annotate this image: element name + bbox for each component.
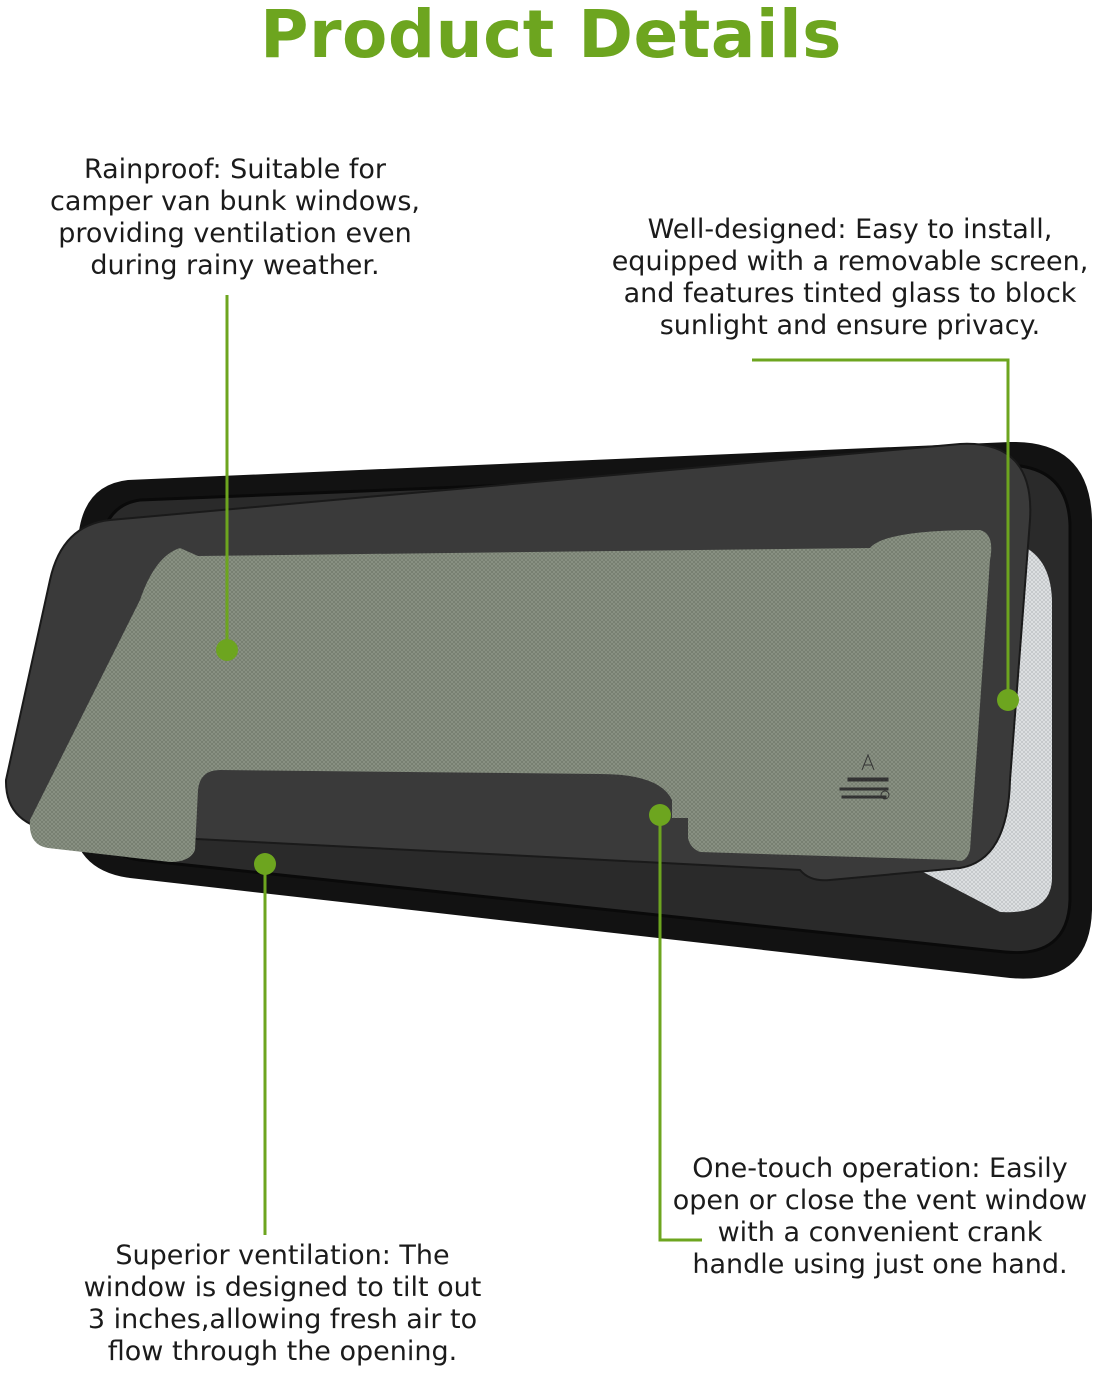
page-title: Product Details xyxy=(260,0,842,73)
glass-logo-mark xyxy=(839,753,890,800)
dot-rainproof xyxy=(216,639,238,661)
leader-one-touch xyxy=(658,815,702,1242)
callout-well-designed: Well-designed: Easy to install, equipped… xyxy=(611,214,1089,341)
dot-ventilation xyxy=(254,853,276,875)
dot-one-touch xyxy=(649,804,671,826)
callout-rainproof: Rainproof: Suitable for camper van bunk … xyxy=(49,154,420,281)
tinted-glass xyxy=(29,530,992,862)
leader-well-designed xyxy=(752,358,1010,700)
callout-superior-ventilation: Superior ventilation: The window is desi… xyxy=(83,1240,482,1367)
callout-dots xyxy=(216,639,1019,875)
callout-leaders xyxy=(225,295,1010,1242)
dot-well-designed xyxy=(997,689,1019,711)
callout-one-touch-operation: One-touch operation: Easily open or clos… xyxy=(672,1153,1088,1280)
